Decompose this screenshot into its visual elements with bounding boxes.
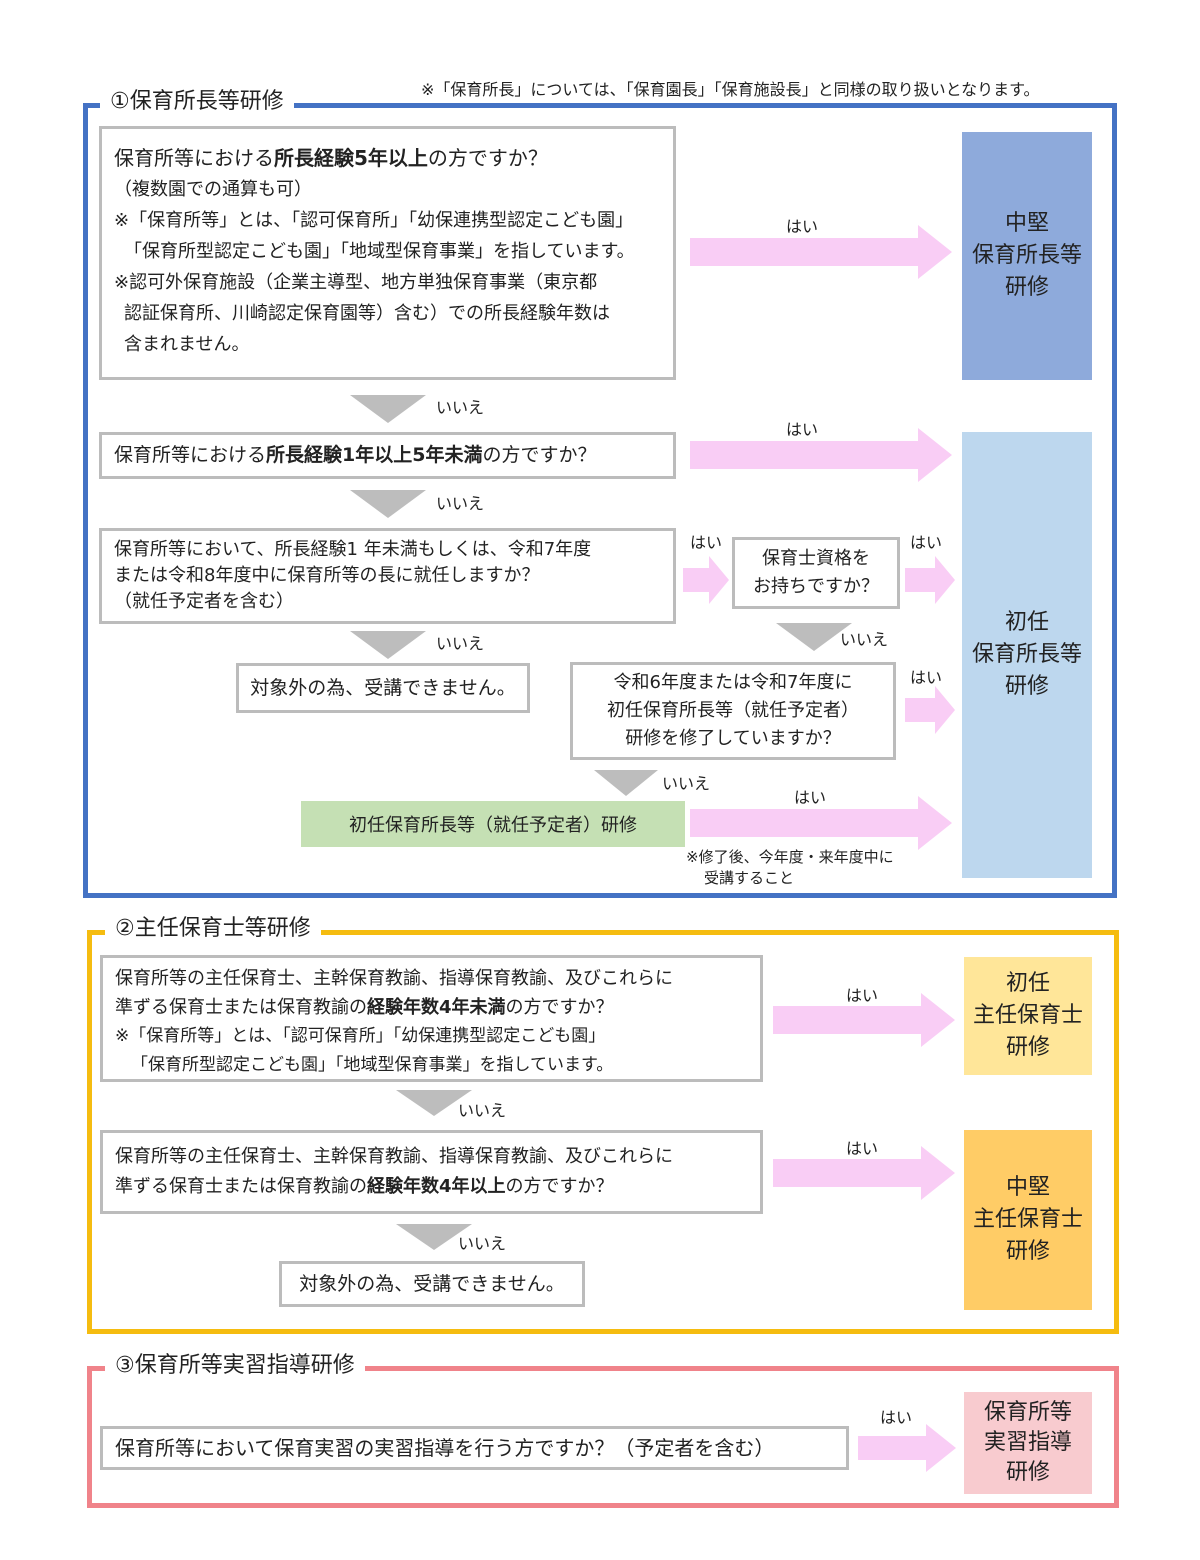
q1-line-5: ※認可外保育施設（企業主導型、地方単独保育事業（東京都 bbox=[114, 272, 598, 293]
label-yes-s2-q2: はい bbox=[846, 1139, 879, 1158]
label-no-q4: いいえ bbox=[840, 630, 889, 649]
q1-line-2: （複数園での通算も可） bbox=[114, 179, 312, 200]
label-no-q5: いいえ bbox=[662, 774, 711, 793]
arrow-green-yes bbox=[690, 796, 952, 850]
arrow-s2-q1-yes bbox=[773, 993, 955, 1047]
down-arrow-q1-no bbox=[350, 395, 426, 423]
section3-frame bbox=[87, 1366, 1119, 1508]
label-yes-green: はい bbox=[794, 788, 827, 807]
result-shonin-shochou: 初任 保育所長等 研修 bbox=[962, 432, 1092, 878]
arrow-q3-yes bbox=[683, 556, 729, 604]
arrow-s2-q2-yes bbox=[773, 1146, 955, 1200]
green-note-line-2: 受講すること bbox=[704, 869, 795, 887]
section1-title: ①保育所長等研修 bbox=[100, 88, 294, 116]
result-shonin-shunin: 初任 主任保育士 研修 bbox=[964, 957, 1092, 1075]
section1-out-of-scope: 対象外の為、受講できません。 bbox=[236, 663, 530, 713]
q1-line-4: 「保育所型認定こども園」「地域型保育事業」を指しています。 bbox=[124, 241, 635, 262]
section1-question-1: 保育所等における所長経験5年以上の方ですか？ （複数園での通算も可） ※「保育所… bbox=[99, 126, 676, 380]
section1-note: ※「保育所長」については、「保育園長」「保育施設長」と同様の取り扱いとなります。 bbox=[415, 78, 1046, 102]
section3-question-1: 保育所等において保育実習の実習指導を行う方ですか？（予定者を含む） bbox=[100, 1426, 849, 1470]
section2-question-2: 保育所等の主任保育士、主幹保育教諭、指導保育教諭、及びこれらに 準ずる保育士また… bbox=[100, 1130, 763, 1214]
result-jisshu-shidou: 保育所等 実習指導 研修 bbox=[964, 1392, 1092, 1494]
down-arrow-q3-no bbox=[350, 631, 426, 659]
section3-title: ③保育所等実習指導研修 bbox=[105, 1352, 365, 1380]
label-no-s2-q1: いいえ bbox=[458, 1101, 507, 1120]
down-arrow-s2-q1-no bbox=[396, 1090, 472, 1116]
down-arrow-q4-no bbox=[776, 623, 852, 651]
label-no-q2: いいえ bbox=[436, 494, 485, 513]
label-yes-s3-q1: はい bbox=[880, 1408, 913, 1427]
section1-question-3: 保育所等において、所長経験1 年未満もしくは、令和7年度 または令和8年度中に保… bbox=[99, 528, 676, 624]
section2-question-1: 保育所等の主任保育士、主幹保育教諭、指導保育教諭、及びこれらに 準ずる保育士また… bbox=[100, 955, 763, 1082]
arrow-q4-yes bbox=[905, 556, 955, 604]
result-chuken-shochou: 中堅 保育所長等 研修 bbox=[962, 132, 1092, 380]
down-arrow-q5-no bbox=[594, 770, 658, 796]
section1-question-2: 保育所等における所長経験1年以上5年未満の方ですか？ bbox=[99, 432, 676, 479]
q1-line-6: 認証保育所、川崎認定保育園等）含む）での所長経験年数は bbox=[124, 303, 610, 324]
label-no-q3: いいえ bbox=[436, 634, 485, 653]
label-yes-q5: はい bbox=[910, 668, 943, 687]
label-no-q1: いいえ bbox=[436, 398, 485, 417]
q1-line-3: ※「保育所等」とは、「認可保育所」「幼保連携型認定こども園」 bbox=[114, 210, 634, 231]
label-yes-s2-q1: はい bbox=[846, 986, 879, 1005]
down-arrow-s2-q2-no bbox=[396, 1224, 472, 1250]
arrow-q5-yes bbox=[905, 686, 955, 734]
q1-line-1: 保育所等における所長経験5年以上の方ですか？ bbox=[114, 146, 548, 170]
arrow-q2-yes bbox=[690, 428, 952, 482]
label-yes-q2: はい bbox=[786, 420, 819, 439]
section1-green-training: 初任保育所長等（就任予定者）研修 bbox=[301, 801, 685, 847]
q1-line-7: 含まれません。 bbox=[124, 334, 250, 355]
arrow-s3-q1-yes bbox=[858, 1424, 956, 1472]
section1-question-5: 令和6年度または令和7年度に 初任保育所長等（就任予定者） 研修を修了しています… bbox=[570, 662, 896, 760]
arrow-q1-yes bbox=[690, 225, 952, 279]
section1-frame bbox=[83, 103, 1117, 898]
label-no-s2-q2: いいえ bbox=[458, 1234, 507, 1253]
section2-frame bbox=[87, 930, 1119, 1334]
label-yes-q3: はい bbox=[690, 533, 723, 552]
green-note-line-1: ※修了後、今年度・来年度中に bbox=[686, 848, 894, 866]
label-yes-q1: はい bbox=[786, 217, 819, 236]
down-arrow-q2-no bbox=[350, 490, 426, 518]
section2-out-of-scope: 対象外の為、受講できません。 bbox=[279, 1261, 585, 1307]
section1-question-4: 保育士資格を お持ちですか？ bbox=[732, 537, 900, 609]
section2-title: ②主任保育士等研修 bbox=[105, 915, 321, 943]
label-yes-q4: はい bbox=[910, 533, 943, 552]
result-chuken-shunin: 中堅 主任保育士 研修 bbox=[964, 1130, 1092, 1310]
